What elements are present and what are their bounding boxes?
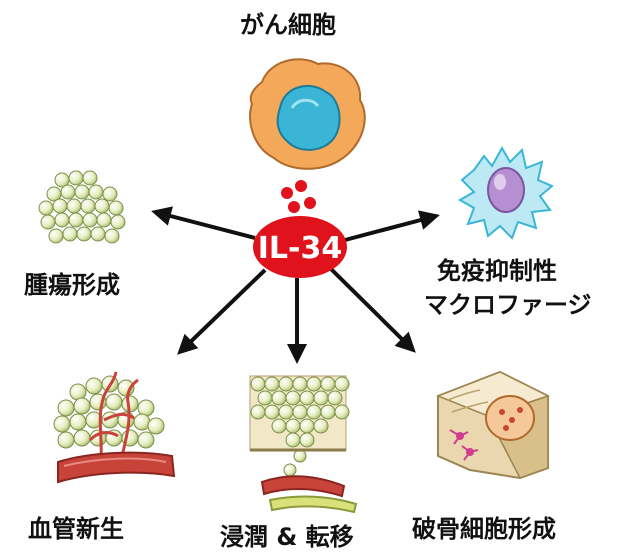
osteoclast-icon <box>435 370 550 480</box>
invasion-metastasis-label: 浸潤 & 転移 <box>220 523 354 551</box>
cancer-cell-label: がん細胞 <box>240 11 336 39</box>
arrows <box>151 206 440 364</box>
osteoclastogenesis-label: 破骨細胞形成 <box>412 515 556 543</box>
arrow-to-angiogenesis <box>177 268 267 355</box>
invasion-icon <box>249 375 358 514</box>
arrow-to-osteoclast <box>328 266 416 353</box>
arrow-to-tumor <box>151 206 256 240</box>
tumor-cluster-icon <box>38 170 126 244</box>
tumor-formation-label: 腫瘍形成 <box>24 271 120 299</box>
angiogenesis-icon <box>53 371 176 484</box>
cancer-cell-icon <box>249 58 366 170</box>
il34-label: IL-34 <box>258 231 342 266</box>
arrow-to-macrophage <box>344 210 440 242</box>
macrophage-label-line2: マクロファージ <box>424 291 592 319</box>
macrophage-label-line1: 免疫抑制性 <box>437 257 557 285</box>
il34-secretion-dots <box>281 180 316 213</box>
il34-center: IL-34 <box>253 216 347 278</box>
macrophage-icon <box>457 145 554 240</box>
angiogenesis-label: 血管新生 <box>28 515 124 543</box>
